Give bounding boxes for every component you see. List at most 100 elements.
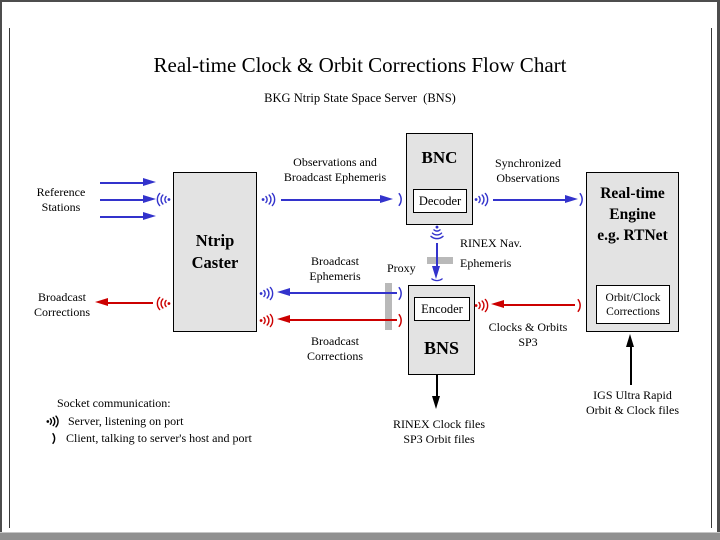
- synchronized-arrow-head: [565, 195, 578, 203]
- label-line: Synchronized: [495, 156, 561, 170]
- clocks-orbits-arrow-line: [504, 304, 575, 306]
- decoder-box: Decoder: [413, 189, 467, 213]
- label-line: Ephemeris: [309, 268, 361, 283]
- label-rinex-clock-files: RINEX Clock files SP3 Orbit files: [375, 417, 503, 446]
- server-socket-icon: [154, 190, 171, 209]
- proxy-bar-vertical: [385, 283, 392, 330]
- orbit-clock-corrections-box: Orbit/Clock Corrections: [596, 285, 670, 324]
- server-socket-icon: [261, 190, 278, 209]
- window-border-left: [0, 0, 2, 533]
- realtime-engine-title: Real-time Engine e.g. RTNet: [587, 183, 678, 246]
- bns-output-arrow-head: [432, 396, 440, 409]
- bnc-to-bns-line: [436, 243, 438, 266]
- reference-arrow-2-line: [100, 199, 143, 201]
- label-line: Broadcast: [38, 290, 86, 304]
- realtime-engine-line1: Real-time: [600, 185, 665, 202]
- ntrip-caster-label-line2: Caster: [191, 253, 239, 272]
- label-line: SP3 Orbit files: [403, 431, 475, 446]
- reference-arrow-3-line: [100, 216, 143, 218]
- server-socket-icon: [474, 190, 491, 209]
- label-broadcast-ephemeris-mid: Broadcast Ephemeris: [285, 254, 385, 283]
- label-line: Reference: [36, 185, 86, 199]
- legend-client-text: Client, talking to server's host and por…: [66, 431, 252, 445]
- server-socket-icon: [259, 311, 276, 330]
- label-line: Broadcast Ephemeris: [283, 169, 387, 184]
- orbit-clock-line1: Orbit/Clock: [605, 291, 661, 304]
- label-line: Clocks & Orbits: [488, 320, 568, 334]
- encoder-box-label: Encoder: [421, 301, 463, 316]
- igs-arrow-line: [630, 344, 632, 385]
- slide-edge-right: [711, 28, 712, 528]
- bnc-box: BNC Decoder: [406, 133, 473, 225]
- orbit-clock-line2: Corrections: [606, 305, 660, 318]
- label-rinex-nav: RINEX Nav. Ephemeris: [460, 236, 550, 270]
- client-socket-icon: [397, 284, 405, 303]
- reference-arrow-1-line: [100, 182, 143, 184]
- server-socket-icon: [259, 284, 276, 303]
- broadcast-corrections-arrow-head: [95, 298, 108, 306]
- label-line: Proxy: [387, 261, 416, 275]
- encoder-box: Encoder: [414, 297, 470, 321]
- observations-arrow-head: [380, 195, 393, 203]
- server-socket-down-icon: [428, 225, 446, 242]
- bns-box-title: BNS: [423, 338, 459, 358]
- broadcast-corrections-arrow-line: [108, 302, 153, 304]
- ntrip-caster-box: Ntrip Caster: [173, 172, 257, 332]
- label-line: Corrections: [34, 304, 90, 319]
- label-line: Corrections: [307, 348, 363, 363]
- window-border-top: [0, 0, 720, 2]
- reference-arrow-2-head: [143, 195, 156, 203]
- realtime-engine-box: Real-time Engine e.g. RTNet Orbit/Clock …: [586, 172, 679, 332]
- label-line: IGS Ultra Rapid: [593, 388, 672, 402]
- client-socket-up-icon: [429, 276, 445, 285]
- label-line: RINEX Nav.: [460, 236, 522, 250]
- page-subtitle: BKG Ntrip State Space Server (BNS): [264, 91, 456, 105]
- broadcast-corrections-mid-arrow-line: [290, 319, 397, 321]
- label-clocks-orbits: Clocks & Orbits SP3: [478, 320, 578, 349]
- realtime-engine-line3: e.g. RTNet: [597, 227, 668, 244]
- label-broadcast-corrections-mid: Broadcast Corrections: [285, 334, 385, 363]
- ntrip-caster-label-line1: Ntrip: [195, 231, 235, 250]
- slide-edge-left: [9, 28, 10, 528]
- label-line: Broadcast: [311, 254, 359, 268]
- client-socket-icon: [578, 190, 586, 209]
- bns-box: Encoder BNS: [408, 285, 475, 375]
- client-socket-icon: [397, 190, 405, 209]
- label-reference-stations: Reference Stations: [15, 185, 107, 214]
- synchronized-arrow-line: [493, 199, 565, 201]
- label-line: RINEX Clock files: [393, 417, 485, 431]
- label-synchronized-observations: Synchronized Observations: [487, 156, 569, 185]
- label-line: Stations: [41, 199, 81, 214]
- legend-server-text: Server, listening on port: [68, 414, 184, 428]
- label-broadcast-corrections-left: Broadcast Corrections: [12, 290, 112, 319]
- legend-client-socket-icon: [51, 431, 58, 446]
- clocks-orbits-arrow-head: [491, 300, 504, 308]
- label-line: SP3: [518, 334, 538, 349]
- legend-server-socket-icon: [46, 414, 61, 429]
- label-line: Broadcast: [311, 334, 359, 348]
- bnc-to-bns-arrow-head: [432, 266, 440, 279]
- label-line: Orbit & Clock files: [586, 402, 679, 417]
- client-socket-icon: [576, 296, 584, 315]
- label-line: Observations and: [293, 155, 377, 169]
- label-line: Observations: [496, 170, 560, 185]
- reference-arrow-3-head: [143, 212, 156, 220]
- label-line: Ephemeris: [460, 255, 512, 270]
- legend-heading: Socket communication:: [57, 396, 171, 410]
- page-title: Real-time Clock & Orbit Corrections Flow…: [153, 53, 567, 77]
- igs-arrow-head: [626, 334, 634, 347]
- realtime-engine-line2: Engine: [609, 206, 656, 223]
- server-socket-icon: [154, 294, 171, 313]
- decoder-box-label: Decoder: [418, 193, 462, 208]
- observations-arrow-line: [281, 199, 380, 201]
- label-observations-ephemeris: Observations and Broadcast Ephemeris: [270, 155, 400, 184]
- proxy-bar-horizontal: [427, 257, 453, 264]
- broadcast-corrections-mid-arrow-head: [277, 315, 290, 323]
- window-border-right: [717, 0, 720, 533]
- bnc-box-title: BNC: [421, 148, 458, 167]
- reference-arrow-1-head: [143, 178, 156, 186]
- client-socket-icon: [397, 311, 405, 330]
- label-igs-ultra-rapid: IGS Ultra Rapid Orbit & Clock files: [570, 388, 695, 417]
- window-border-bottom: [0, 532, 720, 540]
